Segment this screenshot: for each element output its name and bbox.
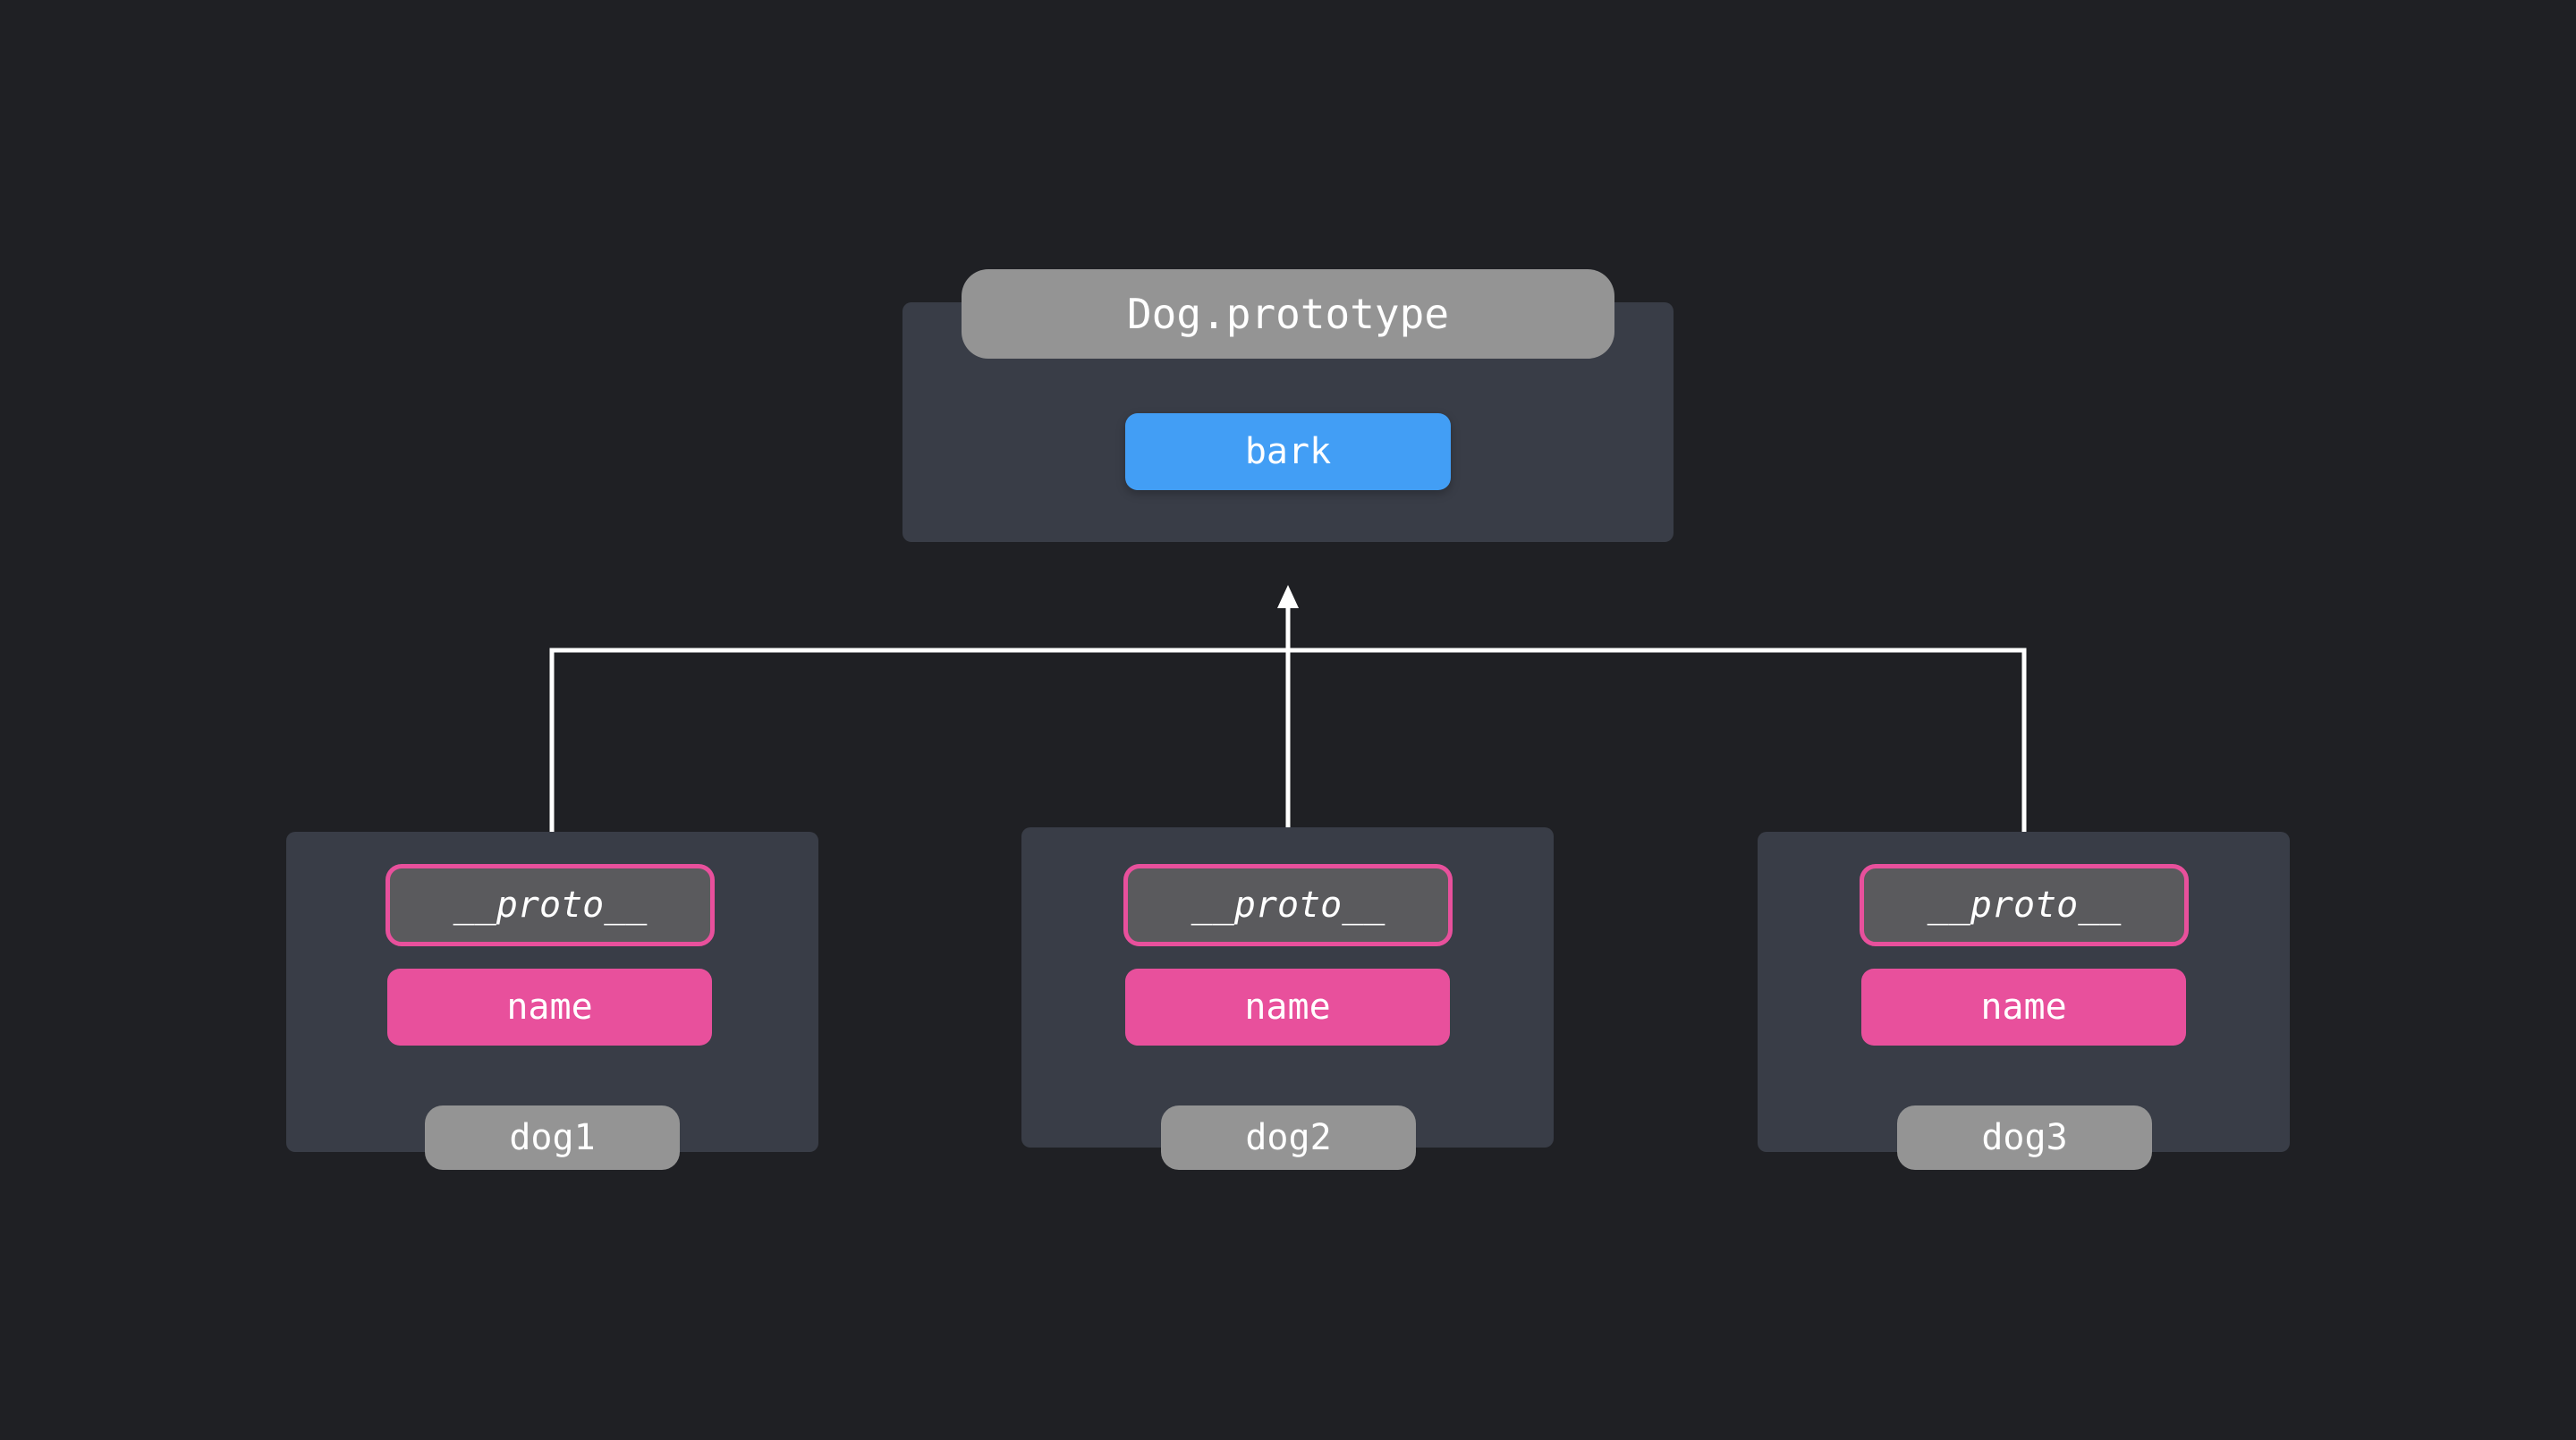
connector-dog1 <box>549 648 1288 866</box>
instance-label-dog1: dog1 <box>425 1105 680 1170</box>
property-name-dog3: name <box>1861 969 2186 1046</box>
connector-dog3 <box>1288 648 2027 866</box>
property-name-dog2: name <box>1125 969 1450 1046</box>
proto-slot-dog3: __proto__ <box>1860 864 2189 946</box>
property-name-dog1: name <box>387 969 712 1046</box>
arrow-head-icon <box>1277 585 1299 608</box>
instance-label-dog3: dog3 <box>1897 1105 2152 1170</box>
proto-slot-dog2: __proto__ <box>1123 864 1453 946</box>
method-bark: bark <box>1125 413 1451 490</box>
instance-label-dog2: dog2 <box>1161 1105 1416 1170</box>
prototype-title: Dog.prototype <box>962 269 1614 359</box>
proto-slot-dog1: __proto__ <box>386 864 715 946</box>
